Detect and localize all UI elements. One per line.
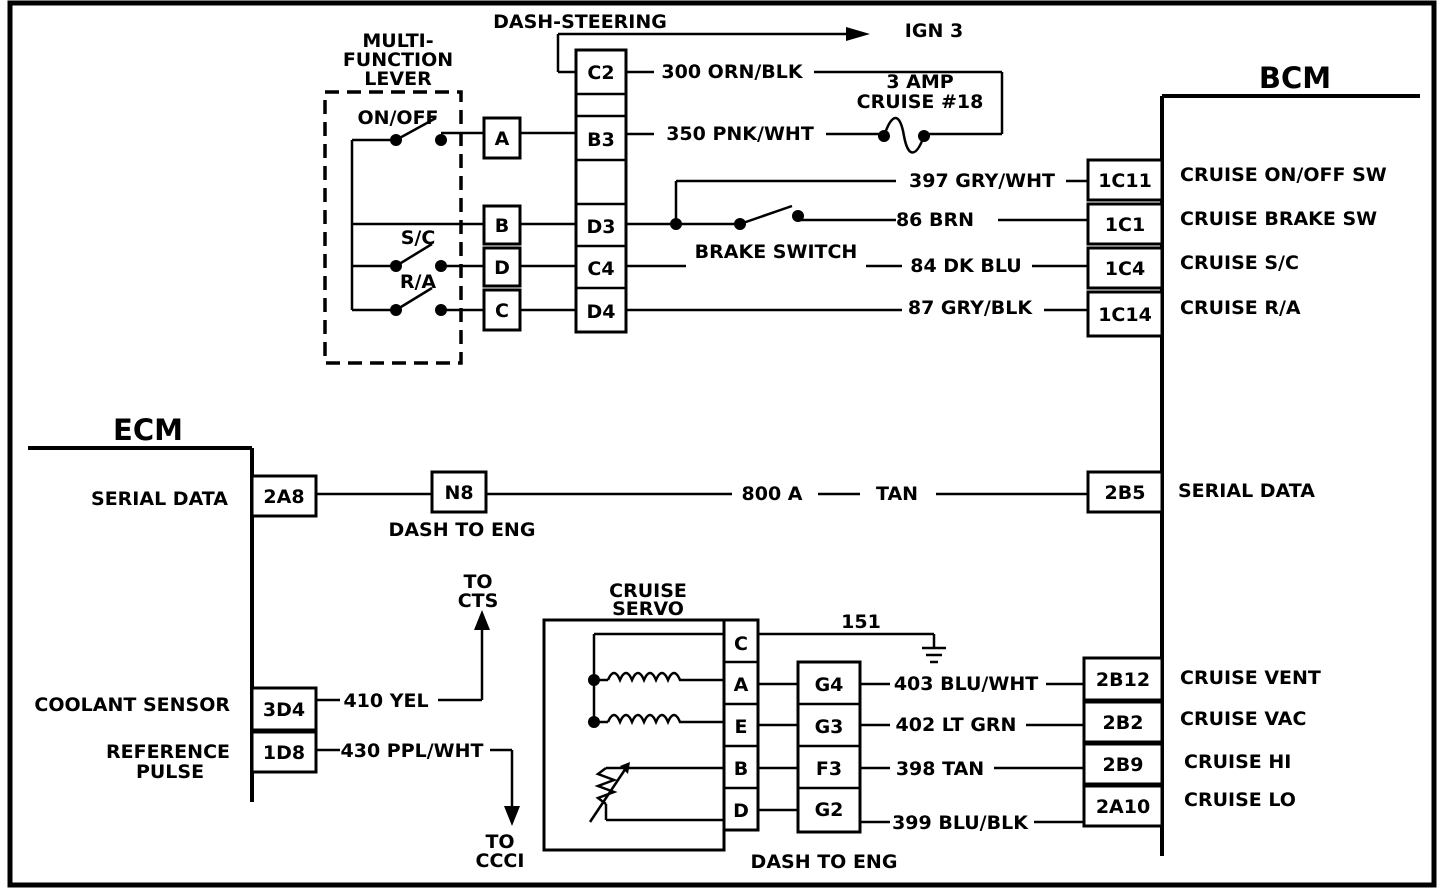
lever-pin-b: B	[495, 215, 509, 237]
connector-n8	[430, 470, 488, 514]
ecm-label-ref-2: PULSE	[136, 761, 204, 783]
servo-pin-c: C	[734, 633, 748, 655]
bcm-pin-1c4: 1C4	[1105, 258, 1145, 280]
bcm-label-vac: CRUISE VAC	[1180, 708, 1306, 730]
bcm-label-serial: SERIAL DATA	[1178, 480, 1315, 502]
bcm-pin-2b12: 2B12	[1096, 669, 1150, 691]
ra-switch	[390, 286, 484, 316]
lever-pin-a: A	[495, 128, 510, 150]
dash-steering-connector	[574, 48, 628, 334]
connector-n8-label: N8	[444, 482, 473, 504]
ecm-pin-3d4: 3D4	[263, 699, 305, 721]
wire-86-label: 86 BRN	[896, 209, 974, 231]
bcm-pin-1c14: 1C14	[1098, 304, 1152, 326]
servo-position-sensor	[594, 767, 618, 805]
lever-onoff-label: ON/OFF	[357, 107, 438, 129]
servo-title-1: CRUISE	[609, 580, 687, 602]
bcm-label-ra: CRUISE R/A	[1180, 297, 1301, 319]
bcm-pin-1c1: 1C1	[1105, 214, 1145, 236]
wire-430-label: 430 PPL/WHT	[341, 740, 484, 762]
lever-sc-label: S/C	[401, 227, 436, 249]
wire-402-label: 402 LT GRN	[896, 714, 1017, 736]
ecm-label: ECM	[113, 413, 183, 447]
servo-pin-e: E	[735, 716, 748, 738]
ccci-label: CCCI	[476, 850, 525, 872]
servo-pin-d: D	[733, 800, 749, 822]
wire-87-label: 87 GRY/BLK	[908, 297, 1034, 319]
bcm-pin-1c11: 1C11	[1098, 170, 1152, 192]
connector-g2: G2	[815, 799, 844, 821]
brake-switch-label: BRAKE SWITCH	[695, 241, 858, 263]
lever-title-2: FUNCTION	[343, 49, 453, 71]
cruise-servo-body	[542, 618, 726, 852]
wire-410-label: 410 YEL	[343, 690, 428, 712]
ecm-pin-2a8: 2A8	[263, 486, 304, 508]
dash-pin-c4: C4	[587, 258, 614, 280]
vent-solenoid-coil	[606, 671, 724, 684]
servo-connector	[722, 618, 760, 832]
lever-pin-c: C	[495, 300, 509, 322]
bcm-label: BCM	[1259, 61, 1331, 95]
dash-pin-d4: D4	[587, 301, 616, 323]
bcm-label-lo: CRUISE LO	[1184, 789, 1296, 811]
lever-title-1: MULTI-	[362, 30, 433, 52]
wire-tan-label: TAN	[876, 483, 918, 505]
bcm-pin-2b2: 2B2	[1103, 712, 1144, 734]
wire-800-label: 800 A	[742, 483, 803, 505]
bcm-label-vent: CRUISE VENT	[1180, 667, 1321, 689]
bcm-pin-2a10: 2A10	[1096, 796, 1150, 818]
brake-switch	[734, 204, 804, 230]
bcm-pin-2b5: 2B5	[1105, 482, 1146, 504]
connector-g4: G4	[815, 674, 844, 696]
wire-398-label: 398 TAN	[896, 758, 984, 780]
ccci-arrow	[504, 806, 520, 826]
wire-397-label: 397 GRY/WHT	[909, 170, 1055, 192]
ecm-label-coolant: COOLANT SENSOR	[34, 694, 230, 716]
wire-399-label: 399 BLU/BLK	[892, 812, 1029, 834]
bcm-label-sc: CRUISE S/C	[1180, 252, 1299, 274]
wire-300-label: 300 ORN/BLK	[661, 61, 803, 83]
cts-label: CTS	[458, 590, 499, 612]
bcm-label-onoff: CRUISE ON/OFF SW	[1180, 164, 1387, 186]
ecm-label-serial: SERIAL DATA	[91, 488, 228, 510]
wire-84-label: 84 DK BLU	[910, 255, 1022, 277]
fuse-label-1: 3 AMP	[886, 71, 953, 93]
servo-pin-b: B	[734, 758, 748, 780]
servo-pin-a: A	[734, 674, 749, 696]
connector-f3: F3	[816, 758, 842, 780]
diagram-frame	[7, 0, 1437, 888]
lever-pin-d: D	[494, 257, 510, 279]
dash-to-eng-label-2: DASH TO ENG	[751, 851, 898, 873]
ign3-label: IGN 3	[905, 20, 963, 42]
ccci-to-label: TO	[485, 831, 514, 853]
ign3-arrow	[846, 27, 870, 41]
dash-pin-c2: C2	[587, 62, 614, 84]
dash-steering-label: DASH-STEERING	[493, 11, 667, 33]
cts-to-label: TO	[463, 571, 492, 593]
lever-ra-label: R/A	[400, 271, 437, 293]
servo-title-2: SERVO	[612, 598, 684, 620]
cts-arrow	[474, 610, 490, 630]
dash-to-eng-label-1: DASH TO ENG	[389, 519, 536, 541]
cruise-fuse	[878, 116, 930, 154]
dash-pin-d3: D3	[587, 216, 616, 238]
vac-solenoid-coil	[606, 713, 724, 726]
bcm-pin-2b9: 2B9	[1103, 754, 1144, 776]
ground-icon	[922, 634, 946, 664]
wire-151-label: 151	[841, 611, 881, 633]
wire-403-label: 403 BLU/WHT	[894, 673, 1038, 695]
dash-pin-b3: B3	[587, 129, 615, 151]
onoff-switch	[390, 116, 484, 146]
fuse-label-2: CRUISE #18	[857, 91, 984, 113]
ecm-label-ref-1: REFERENCE	[106, 741, 230, 763]
lever-title-3: LEVER	[364, 68, 432, 90]
bcm-label-brake: CRUISE BRAKE SW	[1180, 208, 1377, 230]
wire-350-label: 350 PNK/WHT	[666, 123, 814, 145]
multifunction-lever-housing	[323, 90, 463, 365]
sc-switch	[390, 242, 484, 272]
bcm-label-hi: CRUISE HI	[1184, 751, 1291, 773]
connector-g3: G3	[815, 716, 844, 738]
ecm-pin-1d8: 1D8	[263, 742, 305, 764]
